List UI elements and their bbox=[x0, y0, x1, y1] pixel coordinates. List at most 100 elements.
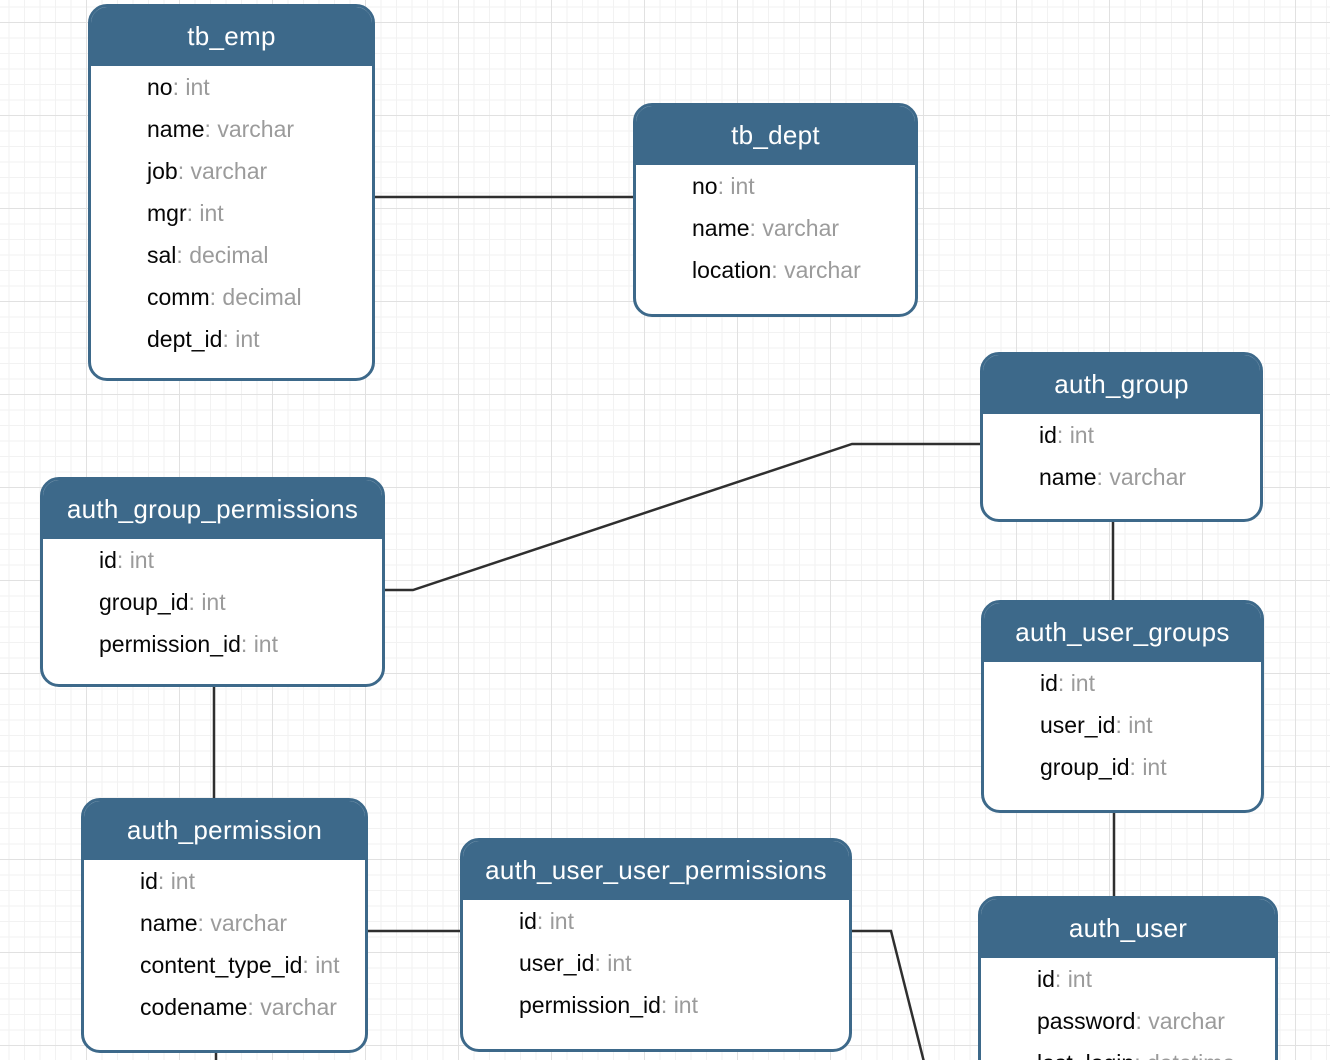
field-type-label: int bbox=[241, 631, 278, 658]
entity-header[interactable]: tb_dept bbox=[636, 106, 915, 165]
field-row-permission_id[interactable]: permission_idint bbox=[463, 984, 849, 1026]
entity-title: auth_user_user_permissions bbox=[485, 855, 827, 885]
field-row-id[interactable]: idint bbox=[983, 414, 1260, 456]
field-name-label: content_type_id bbox=[140, 951, 303, 978]
entity-tb_dept[interactable]: tb_dept noint namevarchar locationvarcha… bbox=[633, 103, 918, 317]
entity-body: idint passwordvarchar last_logindatetime bbox=[981, 958, 1275, 1060]
field-row-name[interactable]: namevarchar bbox=[84, 902, 365, 944]
entity-header[interactable]: tb_emp bbox=[91, 7, 372, 66]
field-type-label: int bbox=[1057, 422, 1094, 449]
field-name-label: id bbox=[519, 907, 537, 934]
field-name-label: mgr bbox=[147, 199, 187, 226]
field-type-label: int bbox=[1130, 754, 1166, 781]
field-row-group_id[interactable]: group_idint bbox=[43, 581, 382, 623]
field-name-label: comm bbox=[147, 283, 210, 310]
field-name-label: user_id bbox=[519, 949, 595, 976]
field-name-label: last_login bbox=[1037, 1050, 1134, 1060]
field-type-label: varchar bbox=[1135, 1008, 1225, 1035]
relationship-edge-auth_group_permissions--auth_group[interactable] bbox=[383, 442, 982, 592]
field-name-label: permission_id bbox=[99, 630, 241, 657]
field-type-label: decimal bbox=[176, 242, 268, 269]
field-type-label: int bbox=[189, 589, 225, 616]
field-type-label: varchar bbox=[771, 257, 861, 284]
field-type-label: int bbox=[594, 950, 631, 977]
field-row-sal[interactable]: saldecimal bbox=[91, 234, 372, 276]
entity-header[interactable]: auth_user bbox=[981, 899, 1275, 958]
field-row-permission_id[interactable]: permission_idint bbox=[43, 623, 382, 665]
field-row-last_login[interactable]: last_logindatetime bbox=[981, 1042, 1275, 1060]
field-name-label: name bbox=[1039, 463, 1097, 490]
field-row-no[interactable]: noint bbox=[91, 66, 372, 108]
entity-header[interactable]: auth_group bbox=[983, 355, 1260, 414]
field-type-label: varchar bbox=[247, 994, 337, 1021]
relationship-edge-auth_user_user_permissions--auth_user[interactable] bbox=[851, 929, 925, 1060]
field-row-id[interactable]: idint bbox=[981, 958, 1275, 1000]
field-name-label: no bbox=[147, 73, 173, 100]
entity-auth_group_permissions[interactable]: auth_group_permissions idint group_idint… bbox=[40, 477, 385, 687]
field-type-label: datetime bbox=[1134, 1050, 1235, 1060]
field-row-mgr[interactable]: mgrint bbox=[91, 192, 372, 234]
entity-auth_user_user_permissions[interactable]: auth_user_user_permissions idint user_id… bbox=[460, 838, 852, 1052]
field-type-label: int bbox=[173, 74, 209, 101]
field-name-label: no bbox=[692, 172, 718, 199]
entity-title: auth_group bbox=[1054, 369, 1189, 399]
field-row-id[interactable]: idint bbox=[984, 662, 1261, 704]
field-name-label: password bbox=[1037, 1007, 1136, 1034]
entity-body: idint group_idint permission_idint bbox=[43, 539, 382, 665]
field-row-name[interactable]: namevarchar bbox=[636, 207, 915, 249]
entity-title: auth_user_groups bbox=[1015, 617, 1230, 647]
field-row-job[interactable]: jobvarchar bbox=[91, 150, 372, 192]
field-type-label: varchar bbox=[1097, 464, 1186, 491]
entity-tb_emp[interactable]: tb_emp noint namevarchar jobvarchar mgri… bbox=[88, 4, 375, 381]
entity-body: idint namevarchar bbox=[983, 414, 1260, 498]
field-name-label: sal bbox=[147, 241, 177, 268]
entity-auth_user[interactable]: auth_user idint passwordvarchar last_log… bbox=[978, 896, 1278, 1060]
field-type-label: int bbox=[302, 952, 339, 979]
entity-header[interactable]: auth_user_groups bbox=[984, 603, 1261, 662]
field-name-label: name bbox=[147, 115, 205, 142]
field-name-label: group_id bbox=[1040, 753, 1130, 780]
field-row-name[interactable]: namevarchar bbox=[91, 108, 372, 150]
field-name-label: id bbox=[1037, 965, 1055, 992]
entity-body: noint namevarchar locationvarchar bbox=[636, 165, 915, 291]
entity-title: auth_permission bbox=[126, 815, 323, 845]
field-type-label: varchar bbox=[205, 116, 294, 143]
field-name-label: dept_id bbox=[147, 325, 223, 352]
entity-auth_group[interactable]: auth_group idint namevarchar bbox=[980, 352, 1263, 522]
field-name-label: codename bbox=[140, 993, 248, 1020]
field-row-content_type_id[interactable]: content_type_idint bbox=[84, 944, 365, 986]
field-row-user_id[interactable]: user_idint bbox=[463, 942, 849, 984]
entity-title: auth_user bbox=[1068, 913, 1188, 943]
entity-body: idint user_idint permission_idint bbox=[463, 900, 849, 1026]
field-row-name[interactable]: namevarchar bbox=[983, 456, 1260, 498]
field-type-label: int bbox=[187, 200, 223, 227]
field-row-password[interactable]: passwordvarchar bbox=[981, 1000, 1275, 1042]
entity-header[interactable]: auth_permission bbox=[84, 801, 365, 860]
field-type-label: int bbox=[718, 173, 754, 200]
field-type-label: int bbox=[222, 326, 259, 353]
field-name-label: permission_id bbox=[519, 991, 661, 1018]
field-row-location[interactable]: locationvarchar bbox=[636, 249, 915, 291]
field-row-user_id[interactable]: user_idint bbox=[984, 704, 1261, 746]
field-name-label: id bbox=[1039, 421, 1057, 448]
entity-auth_user_groups[interactable]: auth_user_groups idint user_idint group_… bbox=[981, 600, 1264, 813]
field-row-dept_id[interactable]: dept_idint bbox=[91, 318, 372, 360]
field-row-id[interactable]: idint bbox=[43, 539, 382, 581]
field-type-label: int bbox=[117, 547, 154, 574]
entity-body: idint namevarchar content_type_idint cod… bbox=[84, 860, 365, 1028]
entity-auth_permission[interactable]: auth_permission idint namevarchar conten… bbox=[81, 798, 368, 1053]
entity-header[interactable]: auth_group_permissions bbox=[43, 480, 382, 539]
field-type-label: int bbox=[158, 868, 195, 895]
entity-header[interactable]: auth_user_user_permissions bbox=[463, 841, 849, 900]
field-name-label: id bbox=[99, 546, 117, 573]
field-row-id[interactable]: idint bbox=[463, 900, 849, 942]
field-row-group_id[interactable]: group_idint bbox=[984, 746, 1261, 788]
entity-title: tb_dept bbox=[731, 120, 820, 150]
field-row-codename[interactable]: codenamevarchar bbox=[84, 986, 365, 1028]
field-row-no[interactable]: noint bbox=[636, 165, 915, 207]
field-type-label: varchar bbox=[198, 910, 287, 937]
field-row-comm[interactable]: commdecimal bbox=[91, 276, 372, 318]
field-row-id[interactable]: idint bbox=[84, 860, 365, 902]
